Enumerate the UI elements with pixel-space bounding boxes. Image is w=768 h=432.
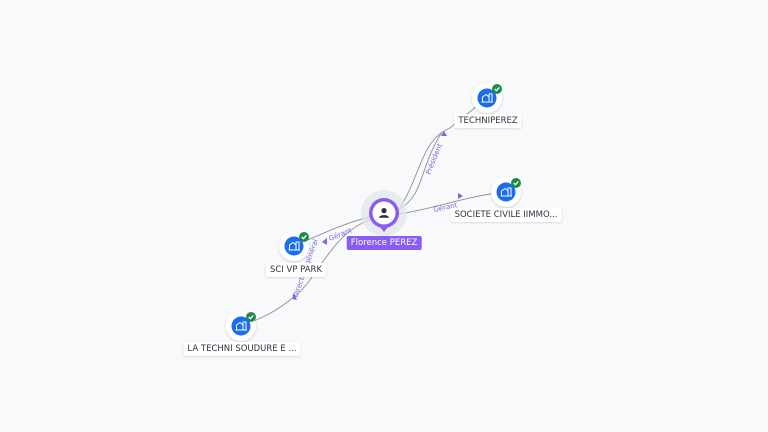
verified-check-icon [511, 178, 521, 188]
edge-arrow [322, 238, 327, 245]
edge-arrow [292, 293, 297, 300]
building-icon [500, 187, 512, 197]
company-node-la-techni[interactable] [226, 311, 256, 341]
person-name-label[interactable]: Florence PEREZ [346, 236, 422, 250]
verified-check-icon [299, 232, 309, 242]
building-icon-bg [231, 316, 251, 336]
edge-line [241, 217, 377, 327]
company-node-techniperez[interactable] [472, 83, 502, 113]
verified-check-icon [492, 84, 502, 94]
edge-line [397, 97, 488, 211]
verified-check-icon [246, 312, 256, 322]
edge-arrow [441, 131, 447, 136]
company-label-la-techni[interactable]: LA TECHNI SOUDURE E ... [183, 342, 301, 356]
company-node-sci-vp-park[interactable] [279, 231, 309, 261]
edge-arrow [458, 193, 463, 199]
company-label-sci-civile[interactable]: SOCIETE CIVILE IIMMO... [450, 208, 562, 222]
company-label-sci-vp-park[interactable]: SCI VP PARK [265, 263, 327, 277]
building-icon-bg [284, 236, 304, 256]
building-icon [288, 241, 300, 251]
building-icon-bg [496, 182, 516, 202]
person-icon [379, 208, 389, 218]
edge-label-techniperez: Président [424, 142, 444, 176]
company-label-techniperez[interactable]: TECHNIPEREZ [454, 114, 522, 128]
building-icon-bg [477, 88, 497, 108]
company-node-sci-civile[interactable] [491, 177, 521, 207]
building-icon [235, 321, 247, 331]
building-icon [481, 93, 493, 103]
person-node[interactable] [361, 190, 407, 236]
